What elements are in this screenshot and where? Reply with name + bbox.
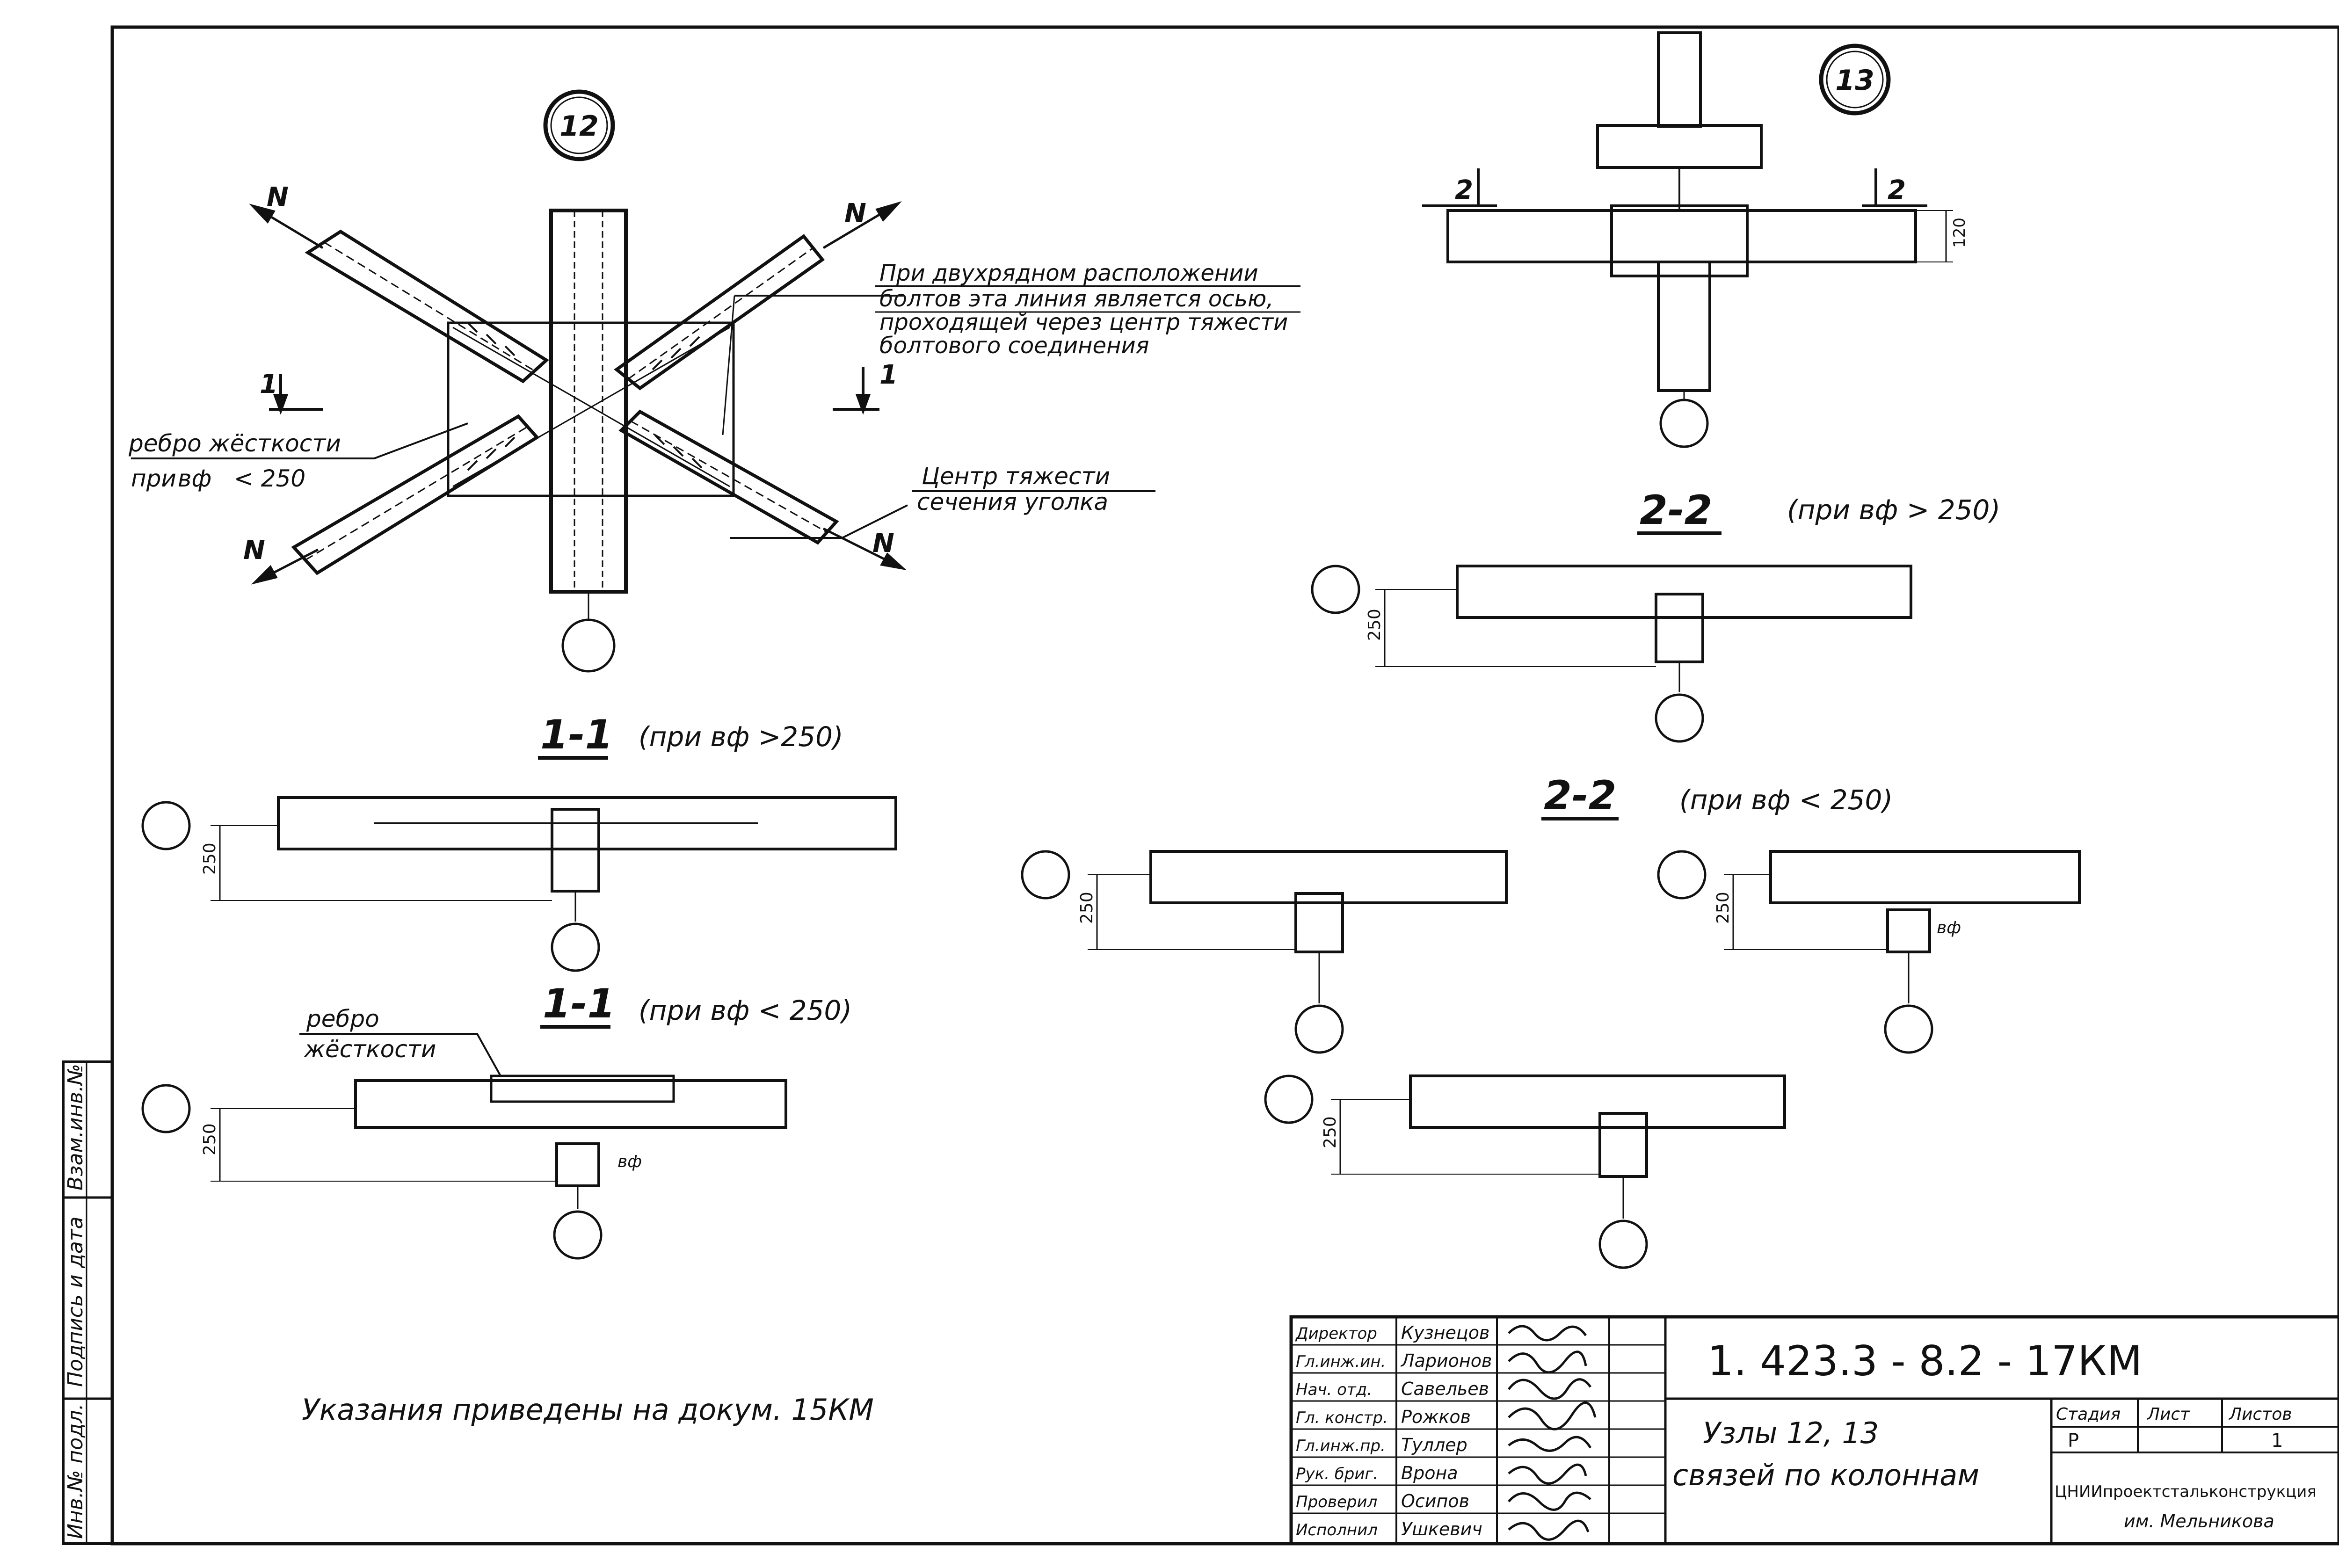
note-two-row-2: болтов эта линия является осью, — [879, 286, 1274, 312]
side-stamp: Взам.инв.№ Подпись и дата Инв.№ подл. — [62, 1060, 114, 1545]
node-12-label: 12 — [559, 110, 599, 143]
signatures — [1508, 1325, 1597, 1541]
node-13-drawing: 13 2 2 120 — [1422, 31, 1969, 448]
section-2-2-gt-condition: (при вф > 250) — [1787, 494, 2000, 526]
tb-name-4: Туллер — [1401, 1435, 1467, 1455]
note-rib-short-1: ребро — [306, 1005, 379, 1032]
note-rib-short-2: жёсткости — [304, 1036, 436, 1063]
section-1-1-lt-dim: 250 — [200, 1123, 219, 1155]
tb-sheets-header: Листов — [2228, 1405, 2292, 1424]
tb-name-1: Ларионов — [1400, 1350, 1492, 1371]
section-cut-2-label-left: 2 — [1455, 175, 1473, 205]
section-2-2-gt-dim: 250 — [1365, 609, 1384, 641]
node-13-label: 13 — [1835, 64, 1874, 97]
sheet-frame — [110, 25, 2339, 1546]
gusset-plate — [447, 321, 735, 497]
tb-role-2: Нач. отд. — [1296, 1380, 1372, 1399]
section-1-1-gt-dim: 250 — [200, 842, 219, 875]
tb-role-7: Исполнил — [1296, 1521, 1378, 1539]
note-two-row-3: проходящей через центр тяжести — [879, 309, 1288, 335]
title-block: Директор Гл.инж.ин. Нач. отд. Гл. констр… — [1289, 1315, 2339, 1546]
tb-stage-header: Стадия — [2056, 1405, 2121, 1424]
section-2-2-gt: 2-2 (при вф > 250) 250 — [1311, 487, 2000, 743]
section-2-2-lt-dim: 250 — [1077, 892, 1097, 924]
note-rib-condition-suffix: < 250 — [234, 465, 305, 492]
tb-role-0: Директор — [1295, 1324, 1377, 1343]
section-cut-1 — [269, 367, 879, 415]
brace-upper-right — [614, 234, 825, 391]
section-1-1-lt-title: 1-1 — [543, 980, 615, 1027]
footnote: Указания приведены на докум. 15КМ — [302, 1393, 874, 1427]
note-rib-condition-prefix: при — [131, 465, 176, 492]
section-1-1-gt-title: 1-1 — [540, 711, 613, 758]
brace-lower-left — [291, 414, 540, 575]
brace-lower-right — [618, 409, 839, 545]
section-1-1-lt-condition: (при вф < 250) — [639, 995, 852, 1026]
stamp-label-signature: Подпись и дата — [64, 1217, 87, 1387]
section-1-1-gt-condition: (при вф >250) — [639, 721, 843, 753]
section-2-2-lower-dim: 250 — [1321, 1116, 1340, 1148]
tb-sheet-header: Лист — [2146, 1405, 2190, 1424]
node-12-drawing: 12 — [131, 89, 908, 673]
tb-name-3: Рожков — [1401, 1407, 1471, 1427]
section-2-2-lt-dim-right: 250 — [1714, 892, 1733, 924]
section-1-1-lt-bphi: вф — [617, 1152, 642, 1171]
tb-name-6: Осипов — [1401, 1491, 1469, 1511]
section-cut-1-label-left: 1 — [260, 369, 278, 399]
brace-upper-left — [305, 229, 549, 384]
tb-sheets-value: 1 — [2271, 1430, 2283, 1452]
tb-name-2: Савельев — [1401, 1379, 1489, 1399]
note-two-row-4: болтового соединения — [879, 333, 1149, 359]
tb-stage-value: Р — [2068, 1430, 2079, 1452]
section-cut-1-label-right: 1 — [879, 360, 898, 390]
section-1-1-lt: 1-1 (при вф < 250) ребро жёсткости 250 в… — [141, 980, 852, 1260]
column-axis-marker — [561, 618, 616, 673]
tb-title-line2: связей по колоннам — [1672, 1458, 1979, 1492]
note-rib-bphi: вф — [178, 465, 211, 492]
section-2-2-lt-bphi: вф — [1937, 918, 1961, 937]
note-two-row-1: При двухрядном расположении — [879, 260, 1258, 286]
node-13-marker — [1819, 44, 1891, 116]
note-rib: ребро жёсткости — [128, 430, 341, 457]
note-centroid-1: Центр тяжести — [922, 463, 1110, 490]
section-2-2-lower: 250 — [1264, 1074, 1786, 1269]
section-2-2-lt: 2-2 (при вф < 250) 250 250 вф — [1021, 772, 2081, 1054]
tb-role-6: Проверил — [1296, 1493, 1377, 1511]
brace-bolts — [467, 322, 703, 471]
force-label-ur: N — [844, 198, 866, 229]
node-12-marker — [543, 89, 615, 161]
tb-role-3: Гл. констр. — [1296, 1408, 1388, 1427]
section-2-2-lt-condition: (при вф < 250) — [1679, 784, 1893, 816]
stamp-label-inventory: Инв.№ подл. — [64, 1403, 87, 1539]
tb-role-4: Гл.инж.пр. — [1296, 1437, 1386, 1455]
section-1-1-gt: 1-1 (при вф >250) 250 — [141, 711, 897, 972]
node-13-dim-120: 120 — [1950, 218, 1969, 248]
section-cut-2-label-right: 2 — [1888, 175, 1906, 205]
tb-org-line1: ЦНИИпроектстальконструкция — [2055, 1482, 2317, 1501]
force-label-ll: N — [243, 535, 265, 566]
note-centroid-2: сечения уголка — [917, 488, 1108, 515]
tb-role-1: Гл.инж.ин. — [1296, 1352, 1386, 1371]
column — [549, 209, 628, 594]
force-label-ul: N — [267, 182, 289, 212]
tb-document-code: 1. 423.3 - 8.2 - 17КМ — [1707, 1337, 2143, 1385]
tb-name-0: Кузнецов — [1401, 1322, 1489, 1343]
force-arrows — [249, 201, 907, 585]
force-label-lr: N — [872, 528, 894, 559]
tb-role-5: Рук. бриг. — [1296, 1465, 1378, 1483]
section-2-2-gt-title: 2-2 — [1640, 487, 1712, 534]
stamp-label-replaces: Взам.инв.№ — [64, 1064, 87, 1191]
node-13-axis-marker — [1659, 399, 1709, 448]
tb-org-line2: им. Мельникова — [2124, 1511, 2274, 1532]
section-2-2-lt-title: 2-2 — [1544, 772, 1616, 819]
tb-title-line1: Узлы 12, 13 — [1703, 1416, 1879, 1450]
tb-name-7: Ушкевич — [1401, 1519, 1482, 1539]
tb-name-5: Врона — [1401, 1463, 1458, 1483]
